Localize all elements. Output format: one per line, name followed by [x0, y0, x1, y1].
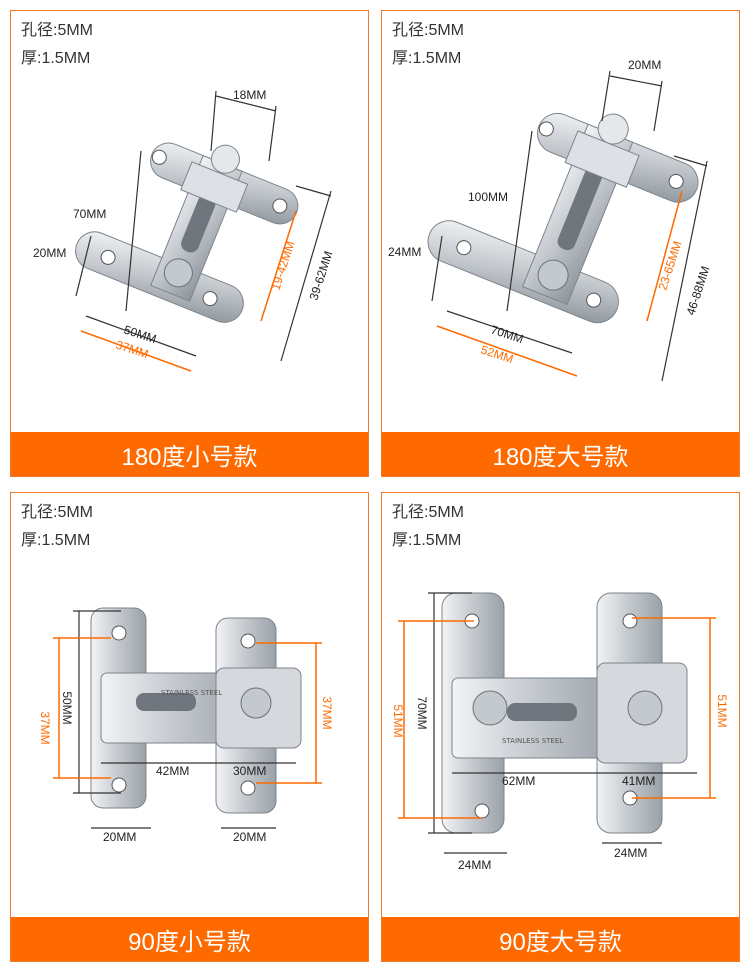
dim-label: 70MM — [73, 207, 106, 221]
dim-label: 100MM — [468, 190, 508, 204]
engraving-text: STAINLESS STEEL — [502, 737, 563, 745]
product-panel-180-large: 孔径:5MM 厚:1.5MM — [381, 10, 740, 477]
dim-label: 51MM — [391, 704, 405, 737]
dim-label: 70MM — [489, 323, 525, 347]
product-panel-90-large: 孔径:5MM 厚:1.5MM STAINLESS STEEL — [381, 492, 740, 962]
hole-diameter-spec: 孔径:5MM — [392, 504, 465, 521]
latch-image — [75, 142, 299, 323]
dim-label: 20MM — [628, 58, 661, 72]
dim-label: 24MM — [614, 846, 647, 860]
product-title-banner: 180度大号款 — [382, 432, 739, 476]
dim-label: 70MM — [415, 696, 429, 729]
dim-label: 46-88MM — [684, 264, 713, 317]
hole-diameter-spec: 孔径:5MM — [21, 504, 94, 521]
latch-image — [427, 112, 699, 324]
latch-diagram-90-large: STAINLESS STEEL 51MM 70MM 51MM 62MM 41MM… — [391, 592, 729, 872]
dim-label: 20MM — [103, 830, 136, 844]
dim-label: 20MM — [33, 246, 66, 260]
product-panel-90-small: 孔径:5MM 厚:1.5MM STAINLESS STEEL — [10, 492, 369, 962]
thickness-spec: 厚:1.5MM — [392, 532, 462, 549]
hole-diameter-spec: 孔径:5MM — [21, 22, 94, 39]
dim-label: 18MM — [233, 88, 266, 102]
dim-label: 50MM — [60, 691, 74, 724]
thickness-spec: 厚:1.5MM — [21, 50, 91, 67]
thickness-spec: 厚:1.5MM — [21, 532, 91, 549]
dim-label: 41MM — [622, 774, 655, 788]
product-panel-180-small: 孔径:5MM 厚:1.5MM — [10, 10, 369, 477]
dim-label: 37MM — [38, 711, 52, 744]
dim-label: 20MM — [233, 830, 266, 844]
dim-label: 42MM — [156, 764, 189, 778]
product-title-banner: 90度大号款 — [382, 917, 739, 961]
dim-label: 30MM — [233, 764, 266, 778]
latch-diagram-90-small: STAINLESS STEEL 37MM 50MM 37MM 42MM 30MM… — [38, 607, 334, 844]
hole-diameter-spec: 孔径:5MM — [392, 22, 465, 39]
product-title-banner: 180度小号款 — [11, 432, 368, 476]
dim-label: 23-65MM — [656, 239, 685, 292]
thickness-spec: 厚:1.5MM — [392, 50, 462, 67]
dim-label: 51MM — [715, 694, 729, 727]
latch-image: STAINLESS STEEL — [90, 607, 302, 814]
dim-label: 24MM — [388, 245, 421, 259]
latch-image: STAINLESS STEEL — [441, 592, 688, 834]
dim-label: 24MM — [458, 858, 491, 872]
engraving-text: STAINLESS STEEL — [161, 689, 222, 697]
product-title-banner: 90度小号款 — [11, 917, 368, 961]
dim-label: 37MM — [320, 696, 334, 729]
dim-label: 52MM — [479, 343, 515, 367]
latch-diagram-180-small: 18MM 70MM 20MM 19-42MM 39-62MM 50MM 37MM — [33, 88, 336, 372]
latch-diagram-180-large: 20MM 100MM 24MM 23-65MM 46-88MM 70MM 52M… — [388, 58, 713, 382]
dim-label: 19-42MM — [269, 239, 298, 292]
dim-label: 62MM — [502, 774, 535, 788]
